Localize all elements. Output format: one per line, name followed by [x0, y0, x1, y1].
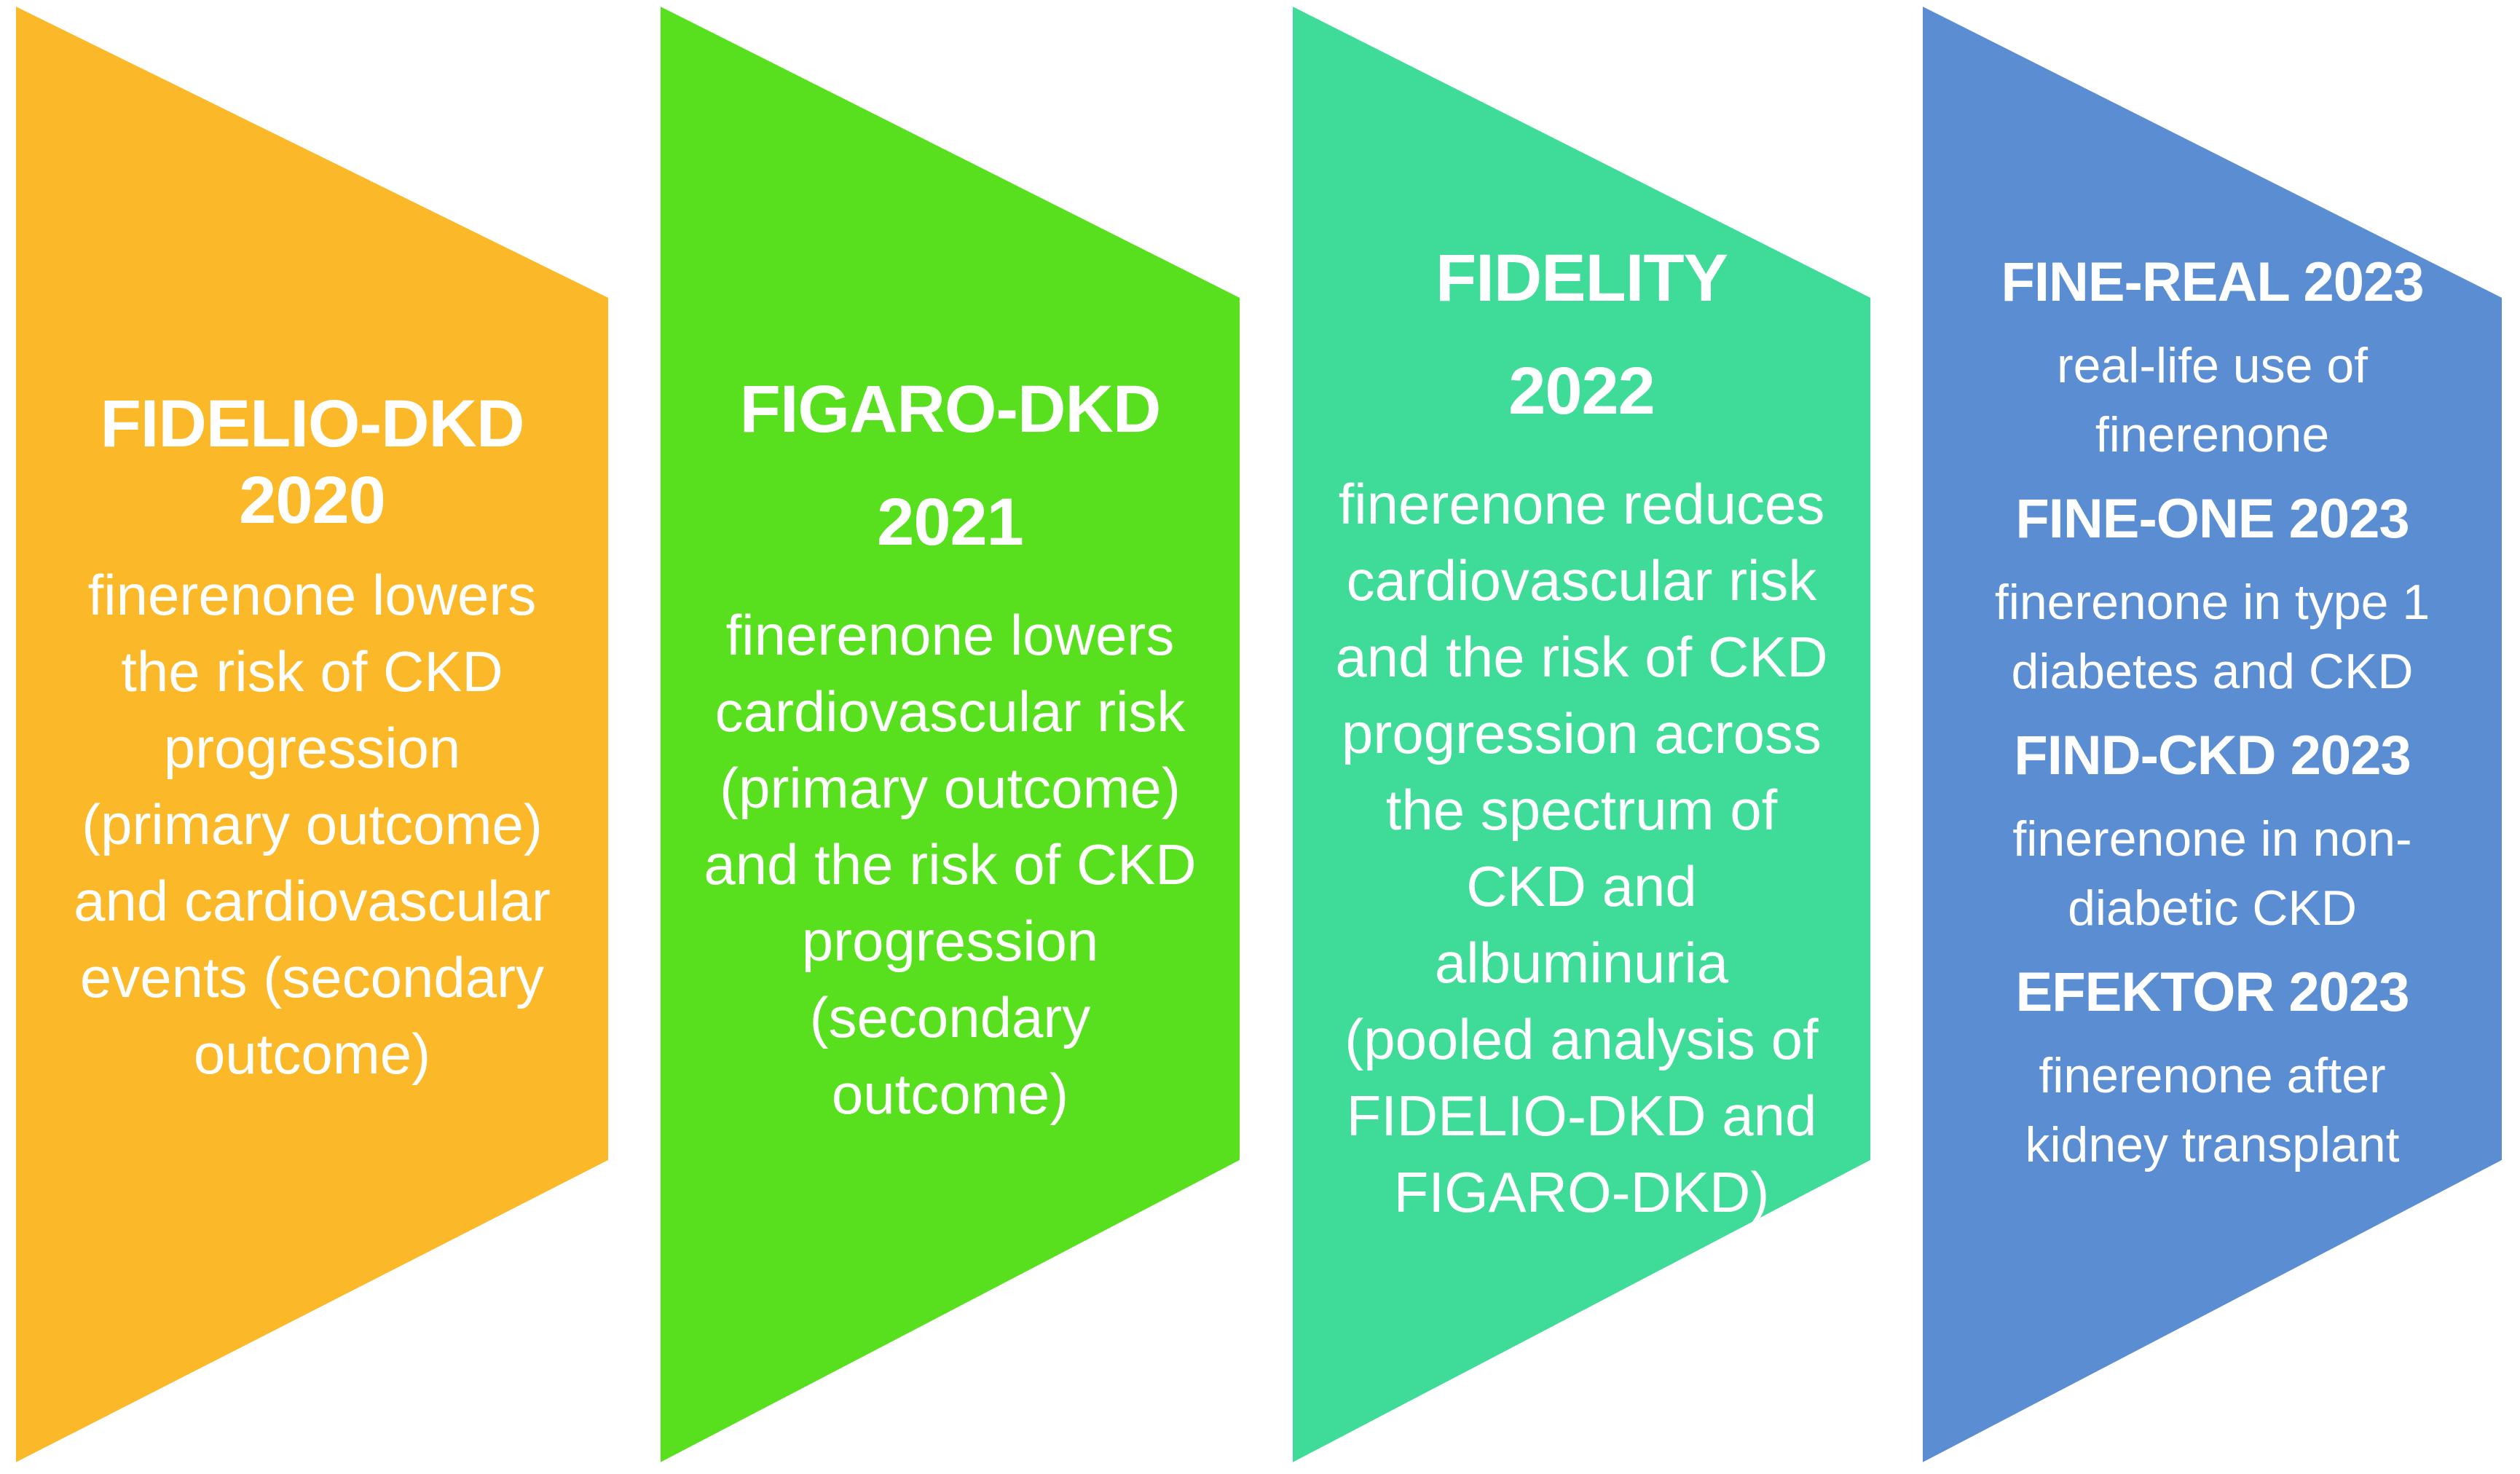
text-line: real-life use of: [2056, 338, 2369, 393]
text-line: finerenone in type 1: [1994, 575, 2430, 630]
text-line: (primary outcome): [720, 756, 1181, 820]
text-line: (pooled analysis of: [1344, 1007, 1819, 1071]
text-line: events (secondary: [79, 945, 545, 1009]
trial-title: 2021: [672, 484, 1228, 561]
text-line: and cardiovascular: [74, 869, 551, 933]
banner-content: FINE-REAL 2023 real-life use of finerenone…: [1934, 244, 2490, 1180]
text-line: finerenone lowers: [87, 563, 537, 627]
text-line: cardiovascular risk: [1346, 548, 1817, 612]
text-line: FIDELIO-DKD and: [1346, 1084, 1817, 1148]
trial-description: finerenone in non-diabetic CKD: [1934, 805, 2490, 943]
trial-description: real-life use of finerenone: [1934, 331, 2490, 470]
text-line: FIND-CKD 2023: [2014, 725, 2411, 787]
text-line: progression: [801, 909, 1099, 973]
text-line: progression across: [1342, 701, 1822, 765]
text-line: finerenone in non-: [2012, 811, 2412, 867]
text-line: the spectrum of: [1385, 778, 1778, 842]
text-line: finerenone after: [2039, 1048, 2386, 1103]
text-line: cardiovascular risk: [714, 679, 1186, 744]
text-line: FINE-REAL 2023: [2001, 251, 2424, 313]
trial-banner-finerenone-studies-2023: FINE-REAL 2023 real-life use of finerenone…: [1923, 7, 2502, 1462]
trial-description: finerenone lowers the risk of CKD progress…: [28, 557, 596, 1092]
text-line: diabetic CKD: [2068, 880, 2357, 936]
text-line: outcome): [831, 1062, 1069, 1126]
text-line: 2021: [877, 485, 1024, 559]
banner-content: FIGARO-DKD 2021 finerenone lowers cardiovas…: [672, 371, 1228, 1132]
text-line: finerenone reduces: [1338, 472, 1825, 536]
text-line: (secondary: [809, 985, 1091, 1049]
trial-title: FIDELITY: [1304, 240, 1859, 317]
trial-description: finerenone lowers cardiovascular risk (pri…: [672, 597, 1228, 1132]
text-line: finerenone lowers: [725, 603, 1175, 667]
trial-banner-fidelity-2022: FIDELITY 2022 finerenone reduces cardiovasc…: [1293, 7, 1870, 1462]
text-line: 2022: [1508, 354, 1655, 428]
text-line: kidney transplant: [2025, 1117, 2400, 1172]
text-line: CKD and: [1466, 854, 1697, 918]
text-line: FIGARO-DKD: [739, 372, 1162, 446]
text-line: progression: [163, 716, 461, 780]
trial-title: FINE-ONE 2023: [1934, 481, 2490, 557]
trial-title: FIND-CKD 2023: [1934, 717, 2490, 794]
text-line: and the risk of CKD: [1335, 625, 1828, 689]
text-line: the risk of CKD: [121, 639, 503, 704]
banner-content: FIDELITY 2022 finerenone reduces cardiovasc…: [1304, 240, 1859, 1231]
text-line: (primary outcome): [82, 792, 543, 856]
text-line: 2020: [239, 463, 386, 537]
text-line: FINE-ONE 2023: [2015, 488, 2409, 550]
trial-title: FIGARO-DKD: [672, 371, 1228, 448]
text-line: and the risk of CKD: [704, 832, 1197, 896]
text-line: FIDELITY: [1436, 241, 1728, 315]
text-line: outcome): [193, 1022, 431, 1086]
trial-description: finerenone in type 1 diabetes and CKD: [1934, 568, 2490, 706]
trial-description: finerenone after kidney transplant: [1934, 1041, 2490, 1180]
trial-title: FINE-REAL 2023: [1934, 244, 2490, 320]
trial-title: 2022: [1304, 353, 1859, 430]
text-line: FIGARO-DKD): [1393, 1160, 1770, 1224]
trial-banner-figaro-dkd-2021: FIGARO-DKD 2021 finerenone lowers cardiovas…: [661, 7, 1240, 1462]
text-line: albuminuria: [1434, 931, 1729, 995]
trial-description: finerenone reduces cardiovascular risk and…: [1304, 466, 1859, 1231]
text-line: finerenone: [2095, 407, 2330, 462]
text-line: EFEKTOR 2023: [2015, 961, 2410, 1023]
text-line: FIDELIO-DKD: [100, 387, 525, 461]
text-line: diabetes and CKD: [2011, 644, 2414, 699]
trial-title: EFEKTOR 2023: [1934, 954, 2490, 1030]
